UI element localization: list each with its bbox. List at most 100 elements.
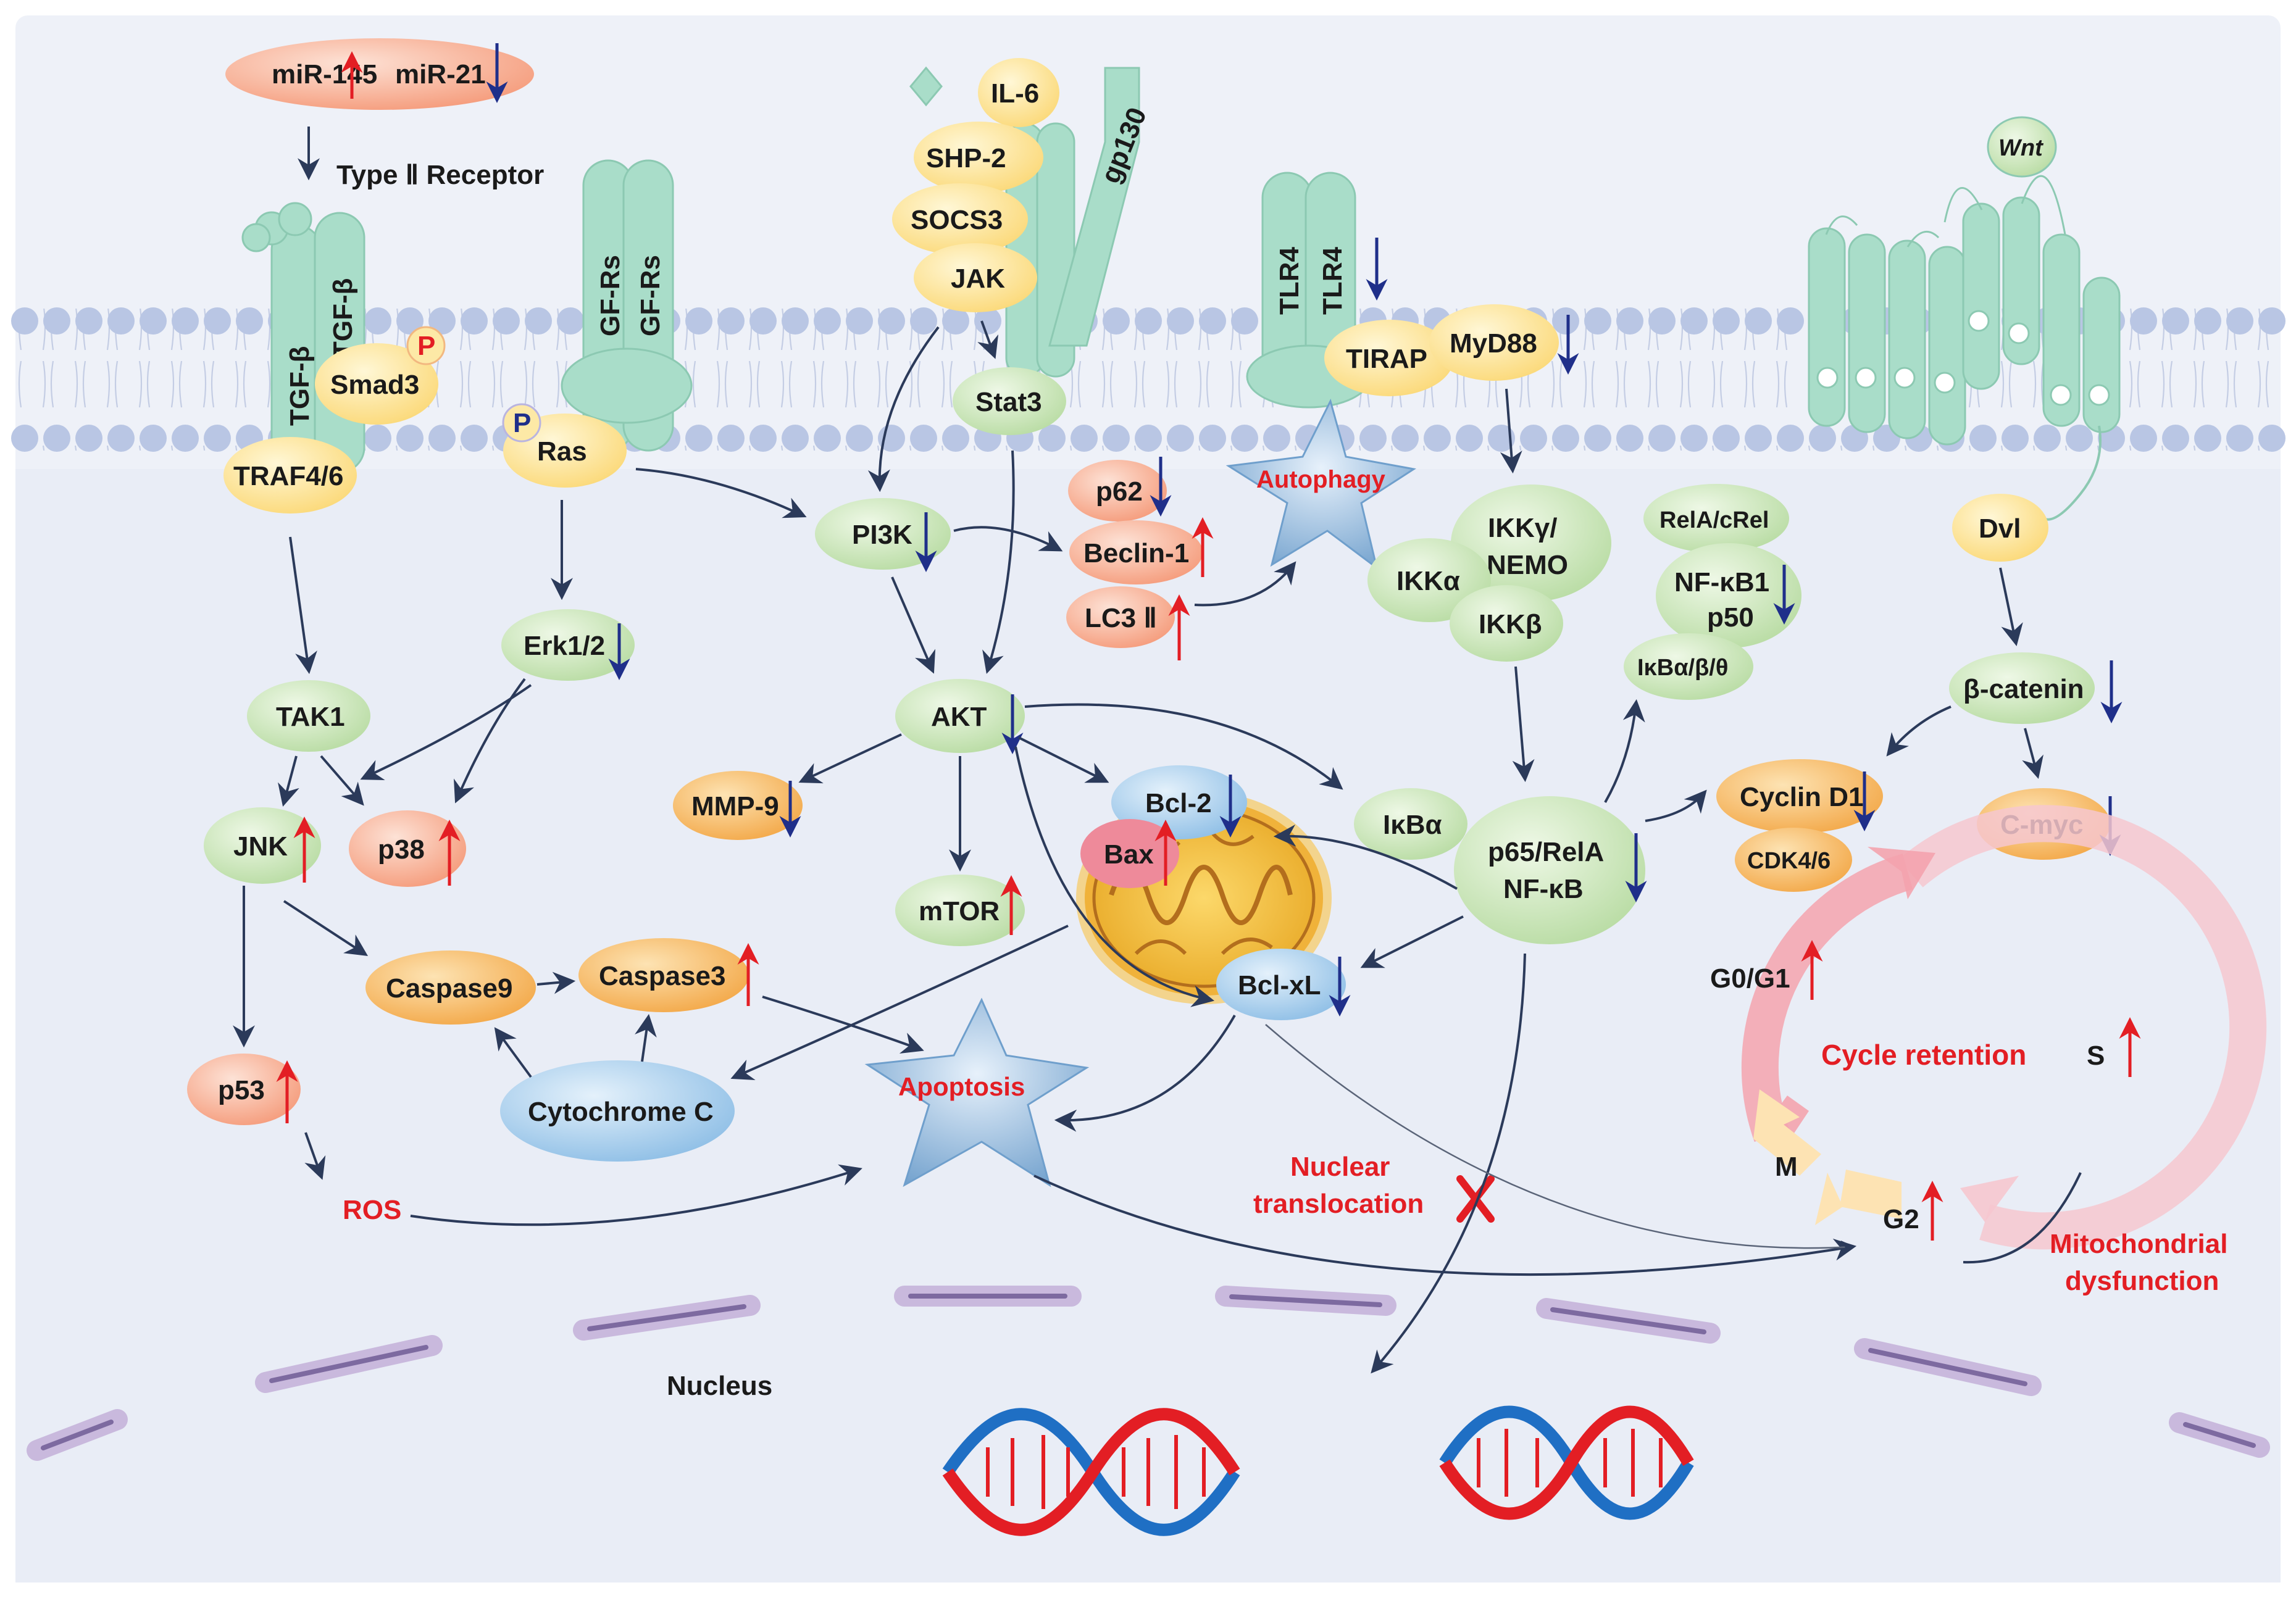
gfrs-label-1: GF-Rs [595,255,625,336]
lipid-head [1680,307,1708,335]
lipid-head [1231,307,1258,335]
phospho-badge-ras [502,403,541,443]
lipid-head [43,425,70,452]
relacrel-label: RelA/cRel [1659,507,1769,533]
lipid-head [814,425,841,452]
traf-node [223,437,357,514]
lipid-head [140,425,167,452]
bax-node [1080,819,1179,888]
il6-label: IL-6 [991,78,1039,109]
lipid-head [1231,425,1258,452]
cdk46-label: CDK4/6 [1747,848,1831,874]
erk-label: Erk1/2 [524,631,605,661]
gp130-receptor [909,66,1140,378]
lipid-head [1777,425,1804,452]
lipid-head [1680,425,1708,452]
lipid-head [2226,425,2253,452]
lipid-head [717,307,745,335]
phospho-label-smad3: P [417,331,435,361]
lipid-head [396,425,424,452]
jnk-node [204,807,321,884]
lipid-head [2130,425,2157,452]
wnt-node [1987,116,2057,178]
lipid-head [2258,425,2286,452]
p50-label: p50 [1707,602,1754,633]
stat3-node [953,367,1066,435]
dna-helix-left [942,1408,1240,1536]
p65-label: p65/RelA [1488,837,1604,867]
lipid-head [107,307,135,335]
jak-node [914,243,1037,312]
lipid-head [2194,307,2221,335]
pathway-arrows [233,320,2082,1374]
cell-cycle-ring [1741,805,2267,1250]
lipid-head [75,425,102,452]
mito-dysfunction-label-1: Mitochondrial [2050,1229,2227,1259]
lipid-head [910,307,937,335]
nucleus-label: Nucleus [667,1371,772,1401]
lipid-head [749,307,777,335]
ikkb-node [1450,585,1563,662]
lipid-head [1648,425,1676,452]
mmp9-label: MMP-9 [691,791,779,821]
lipid-head [1199,307,1226,335]
lipid-head [2130,307,2157,335]
lipid-head [1616,307,1643,335]
ras-label: Ras [537,436,587,467]
type2-receptor-label: Type Ⅱ Receptor [336,160,544,190]
nuclear-translocation-label-2: translocation [1253,1189,1424,1219]
lipid-head [1424,425,1451,452]
lipid-head [172,307,199,335]
shp2-node [914,122,1043,193]
gfrs-label-2: GF-Rs [635,255,666,336]
cyclind1-label: Cyclin D1 [1740,782,1864,812]
mtor-label: mTOR [919,896,1000,926]
lipid-head [1167,425,1194,452]
akt-node [895,679,1025,753]
lipid-head [1038,425,1066,452]
lipid-head [75,307,102,335]
apoptosis-star [864,997,1090,1187]
phospho-badge-smad3 [406,326,446,365]
lipid-head [1584,425,1611,452]
lipid-head [1071,425,1098,452]
lipid-head [1488,425,1515,452]
lipid-head [1359,425,1387,452]
mito-dysfunction-label-2: dysfunction [2065,1266,2219,1296]
tlr4-label-1: TLR4 [1274,246,1305,315]
ros-label: ROS [343,1195,401,1225]
lipid-head [204,425,231,452]
cytochrome-c-label: Cytochrome C [528,1097,714,1127]
phospho-label-ras: P [513,408,531,438]
lipid-head [878,307,905,335]
lipid-head [782,425,809,452]
lipid-head [557,307,584,335]
bcatenin-label: β-catenin [1963,674,2084,704]
lipid-head [1103,425,1130,452]
jnk-label: JNK [233,831,288,862]
p53-label: p53 [218,1075,265,1105]
lipid-head [1263,425,1290,452]
lipid-head [685,425,712,452]
lipid-head [493,307,520,335]
nfkb-label: NF-κB [1503,874,1584,904]
p38-label: p38 [378,834,425,865]
tlr4-label-2: TLR4 [1317,246,1348,315]
lipid-head [974,307,1001,335]
lipid-head [2002,425,2029,452]
lipid-head [2226,307,2253,335]
il6-node [978,58,1059,127]
tgfb-label-2: TGF-β [328,278,358,359]
frizzled-beads [1816,310,2110,406]
p62-label: p62 [1096,476,1143,507]
lipid-head [172,425,199,452]
tirap-label: TIRAP [1346,344,1427,374]
dvl-label: Dvl [1979,514,2021,544]
lipid-head [428,425,456,452]
bcatenin-node [1949,652,2095,724]
lipid-head [846,425,873,452]
lipid-head [846,307,873,335]
frizzled-loops [1825,175,2066,247]
